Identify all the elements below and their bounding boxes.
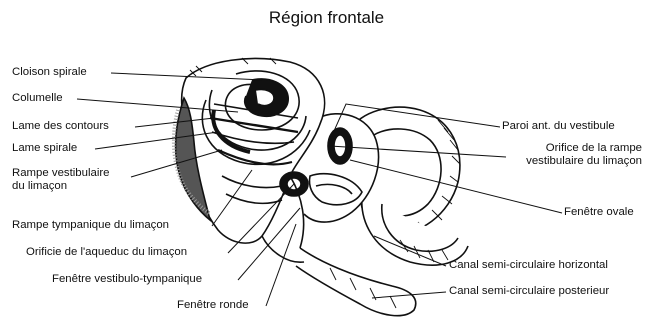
label-canal-horizontal: Canal semi-circulaire horizontal bbox=[449, 259, 608, 272]
label-orifice-rampe-line1: Orifice de la rampe bbox=[490, 142, 642, 155]
label-fenetre-ronde: Fenêtre ronde bbox=[177, 299, 249, 312]
label-orifice-rampe: Orifice de la rampe vestibulaire du lima… bbox=[490, 142, 642, 168]
label-orifice-rampe-line2: vestibulaire du limaçon bbox=[490, 155, 642, 168]
semicircular-canals-drawing bbox=[296, 107, 468, 315]
label-canal-posterieur: Canal semi-circulaire posterieur bbox=[449, 285, 609, 298]
label-fenetre-ovale: Fenêtre ovale bbox=[564, 206, 634, 219]
label-orificie-aqueduc: Orificie de l'aqueduc du limaçon bbox=[26, 246, 187, 259]
label-rampe-vestibulaire-line2: du limaçon bbox=[12, 180, 110, 193]
label-rampe-vestibulaire-line1: Rampe vestibulaire bbox=[12, 167, 110, 180]
label-paroi-ant-vestibule: Paroi ant. du vestibule bbox=[502, 120, 615, 133]
label-columelle: Columelle bbox=[12, 92, 63, 105]
label-lame-spirale: Lame spirale bbox=[12, 142, 77, 155]
page-title: Région frontale bbox=[0, 8, 653, 28]
label-rampe-tympanique: Rampe tympanique du limaçon bbox=[12, 219, 169, 232]
label-cloison-spirale: Cloison spirale bbox=[12, 66, 87, 79]
label-rampe-vestibulaire: Rampe vestibulaire du limaçon bbox=[12, 167, 110, 193]
label-lame-des-contours: Lame des contours bbox=[12, 120, 109, 133]
label-fenetre-vestibulo-tympanique: Fenêtre vestibulo-tympanique bbox=[52, 273, 202, 286]
cochlea-drawing bbox=[174, 58, 325, 262]
